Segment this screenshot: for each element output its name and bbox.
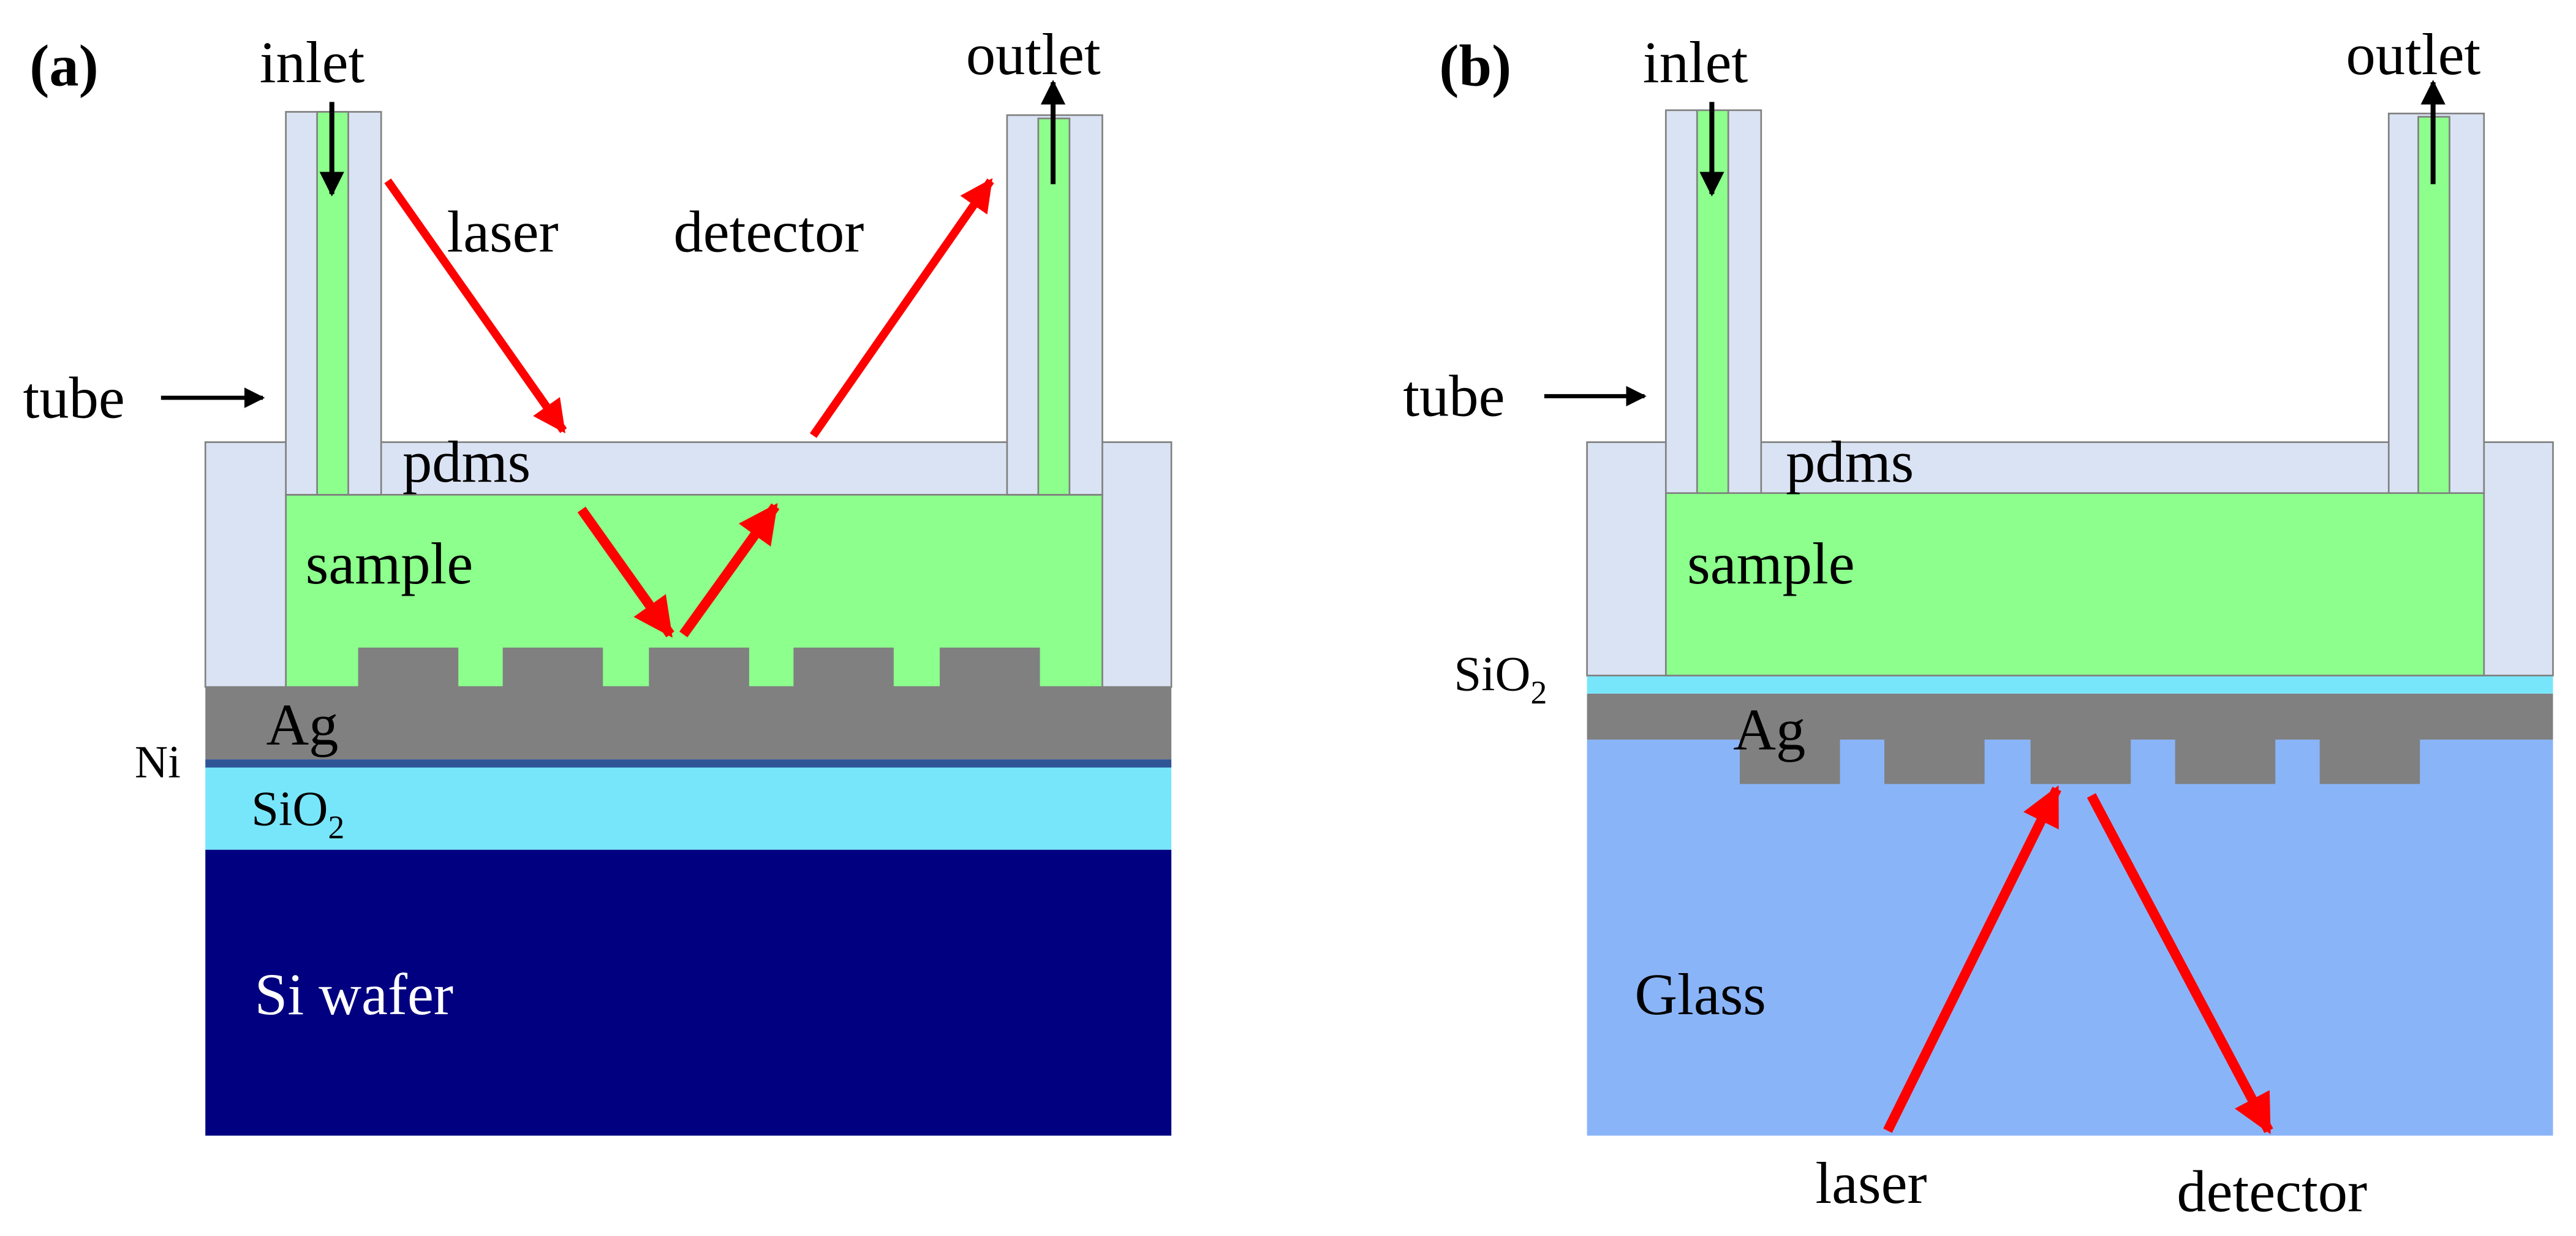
tube-label: tube: [23, 365, 125, 430]
sample-label: sample: [306, 531, 473, 596]
sio2-label-sub: 2: [328, 809, 344, 846]
sample-label: sample: [1687, 531, 1854, 596]
reflected-beam-to-detector: [2087, 793, 2273, 1134]
inlet-label: inlet: [260, 29, 365, 95]
tube-label: tube: [1403, 363, 1505, 429]
sio2-label: SiO2: [251, 781, 344, 845]
substrate-label: Glass: [1634, 961, 1766, 1027]
sio2-label-main: SiO: [251, 781, 328, 836]
grating-tooth: [649, 647, 749, 689]
sio2-layer: [1587, 675, 2553, 694]
grating-tooth: [1884, 738, 1985, 784]
panel-tag: (b): [1439, 33, 1511, 99]
grating-tooth: [2175, 738, 2276, 784]
pdms-label: pdms: [1786, 429, 1914, 495]
ni-label: Ni: [135, 737, 181, 788]
ag-grating: [1739, 738, 2420, 784]
detector-label: detector: [2177, 1159, 2367, 1224]
laser-label: laser: [447, 199, 558, 264]
laser-beam-incident: [1883, 785, 2061, 1133]
outlet-label: outlet: [2346, 21, 2481, 87]
grating-tooth: [502, 647, 603, 689]
grating-tooth: [2030, 738, 2131, 784]
inlet-tube: [285, 111, 382, 496]
ag-label: Ag: [266, 692, 338, 757]
reflected-beam-in-sample: [679, 502, 780, 638]
outlet-tube: [2387, 112, 2485, 495]
ag-layer: [1587, 693, 2553, 740]
sample-chamber: [1664, 492, 2485, 677]
panel-b: (b) inlet outlet tube pdms sample SiO2 A…: [1403, 21, 2554, 1224]
sio2-layer: [205, 765, 1172, 850]
grating-tooth: [358, 647, 459, 689]
sio2-label-sub: 2: [1531, 674, 1547, 711]
ni-layer: [205, 759, 1172, 768]
grating-tooth: [2319, 738, 2420, 784]
ag-layer: [205, 687, 1172, 760]
sio2-label-main: SiO: [1454, 646, 1530, 701]
grating-tooth: [939, 647, 1040, 689]
pdms-label: pdms: [402, 429, 531, 495]
inlet-label: inlet: [1643, 29, 1748, 95]
panel-tag: (a): [29, 33, 99, 99]
ag-label: Ag: [1733, 697, 1805, 762]
glass-substrate: [1587, 739, 2553, 1136]
reflected-beam-to-detector: [809, 178, 994, 438]
detector-label: detector: [674, 199, 864, 264]
substrate-label: Si wafer: [255, 961, 453, 1027]
si-wafer-layer: [205, 849, 1172, 1136]
outlet-label: outlet: [966, 21, 1101, 87]
laser-beam-incident: [384, 178, 567, 434]
grating-tooth: [793, 647, 894, 689]
sio2-label: SiO2: [1454, 646, 1547, 710]
grating-tooth: [1739, 738, 1840, 784]
laser-label: laser: [1815, 1150, 1927, 1216]
ag-grating: [358, 647, 1040, 689]
laser-beam-in-sample: [577, 506, 674, 638]
panel-a: (a) inlet outlet laser detector tube pdm…: [23, 21, 1173, 1136]
